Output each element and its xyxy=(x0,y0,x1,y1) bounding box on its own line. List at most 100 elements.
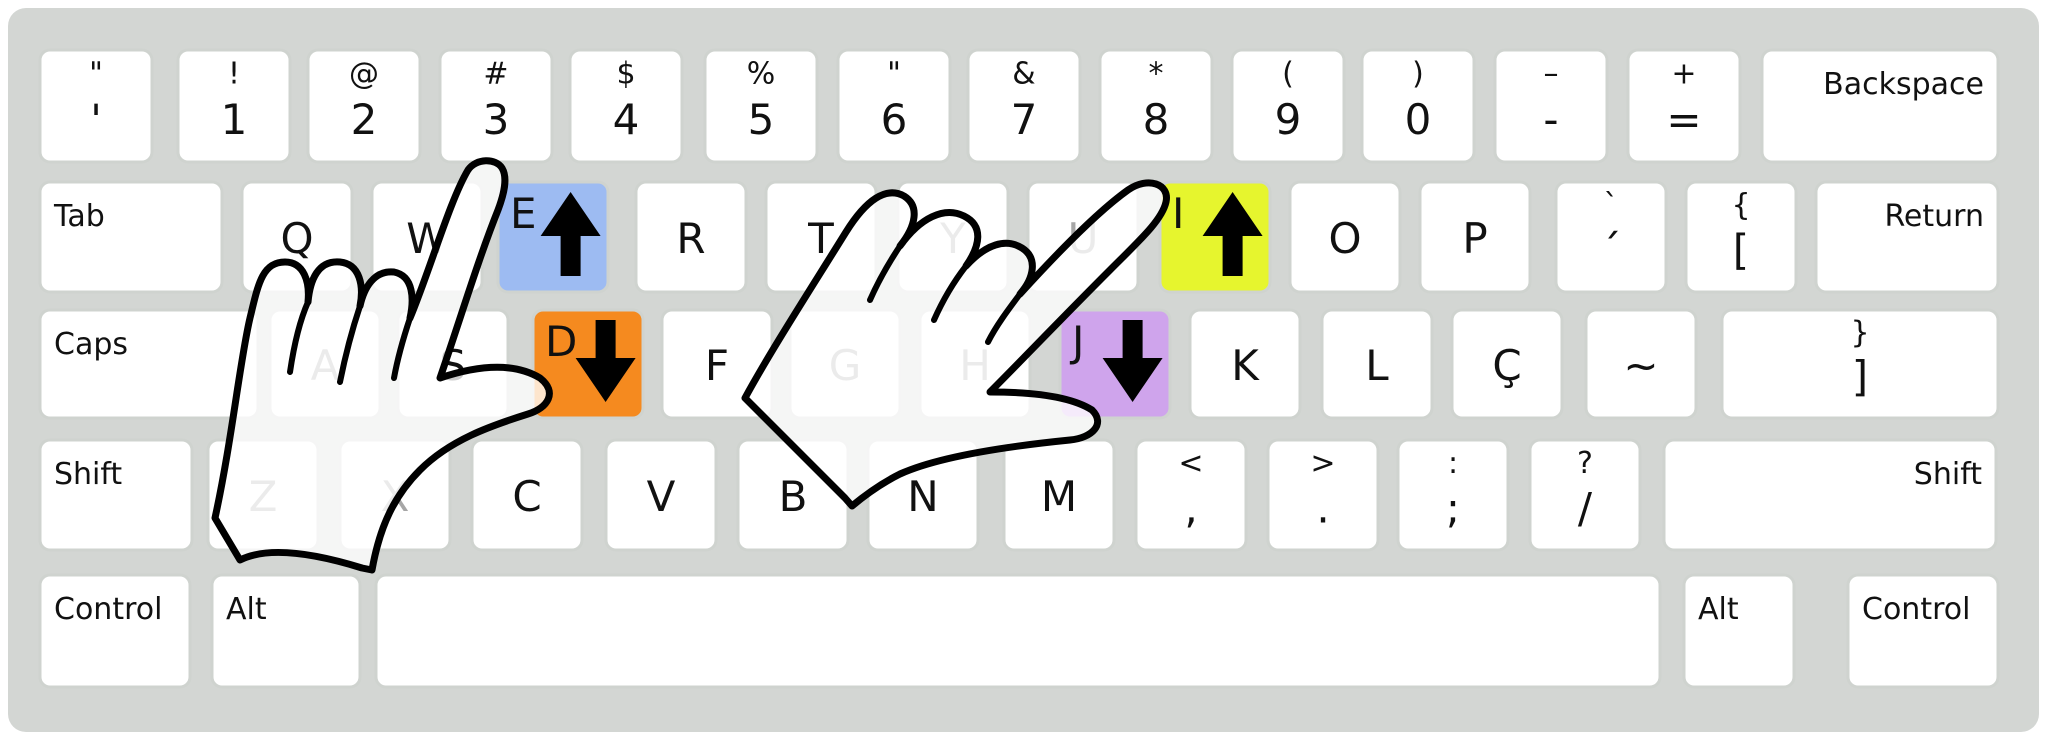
key-shift-label: > xyxy=(1310,446,1335,481)
key-space[interactable] xyxy=(374,573,1662,689)
key-shift-label: & xyxy=(1012,57,1035,92)
key-face xyxy=(604,438,718,552)
key-face xyxy=(1684,180,1798,294)
key-face xyxy=(836,48,952,164)
key-main-label: 9 xyxy=(1275,95,1302,144)
key-face xyxy=(1584,308,1698,420)
key-c[interactable]: C xyxy=(470,438,584,552)
key-shift-label: " xyxy=(89,57,103,92)
key-face xyxy=(38,48,154,164)
key-8[interactable]: *8 xyxy=(1098,48,1214,164)
key-rshift[interactable]: Shift xyxy=(1662,438,1998,552)
key-rctrl[interactable]: Control xyxy=(1846,573,2000,689)
key-label: D xyxy=(545,317,577,366)
key-main-label: ' xyxy=(90,95,102,144)
key-m[interactable]: M xyxy=(1002,438,1116,552)
key-face xyxy=(1450,308,1564,420)
key-acute[interactable]: `´ xyxy=(1554,180,1668,294)
key-face xyxy=(634,180,748,294)
key-label: M xyxy=(1041,472,1077,521)
key-7[interactable]: &7 xyxy=(966,48,1082,164)
key-3[interactable]: #3 xyxy=(438,48,554,164)
key-label: B xyxy=(779,472,808,521)
key-quote[interactable]: "' xyxy=(38,48,154,164)
key-label: O xyxy=(1328,214,1361,263)
key-p[interactable]: P xyxy=(1418,180,1532,294)
arrow-down-icon xyxy=(1102,320,1163,402)
key-1[interactable]: !1 xyxy=(176,48,292,164)
key-face xyxy=(1626,48,1742,164)
key-i[interactable]: I xyxy=(1158,180,1272,294)
key-label: N xyxy=(907,472,938,521)
key-main-label: 7 xyxy=(1011,95,1038,144)
key-ralt[interactable]: Alt xyxy=(1682,573,1796,689)
key-face xyxy=(1396,438,1510,552)
key-main-label: 6 xyxy=(881,95,908,144)
key-k[interactable]: K xyxy=(1188,308,1302,420)
key-e[interactable]: E xyxy=(496,180,610,294)
key-label: ~ xyxy=(1623,341,1658,390)
key-label: Tab xyxy=(53,199,105,234)
key-main-label: [ xyxy=(1733,226,1749,275)
key-equals[interactable]: += xyxy=(1626,48,1742,164)
key-9[interactable]: (9 xyxy=(1230,48,1346,164)
key-lshift[interactable]: Shift xyxy=(38,438,194,552)
key-face xyxy=(470,438,584,552)
key-face xyxy=(1760,48,2000,164)
key-shift-label: " xyxy=(887,57,901,92)
key-f[interactable]: F xyxy=(660,308,774,420)
key-label: Control xyxy=(1862,592,1970,627)
key-caps[interactable]: Caps xyxy=(38,308,260,420)
key-main-label: 0 xyxy=(1405,95,1432,144)
key-0[interactable]: )0 xyxy=(1360,48,1476,164)
key-label: Return xyxy=(1884,199,1984,234)
arrow-up-icon xyxy=(1202,192,1263,276)
key-shift-label: @ xyxy=(349,57,379,92)
key-face xyxy=(1720,308,2000,420)
key-tilde[interactable]: ~ xyxy=(1584,308,1698,420)
key-closebrace[interactable]: }] xyxy=(1720,308,2000,420)
key-lalt[interactable]: Alt xyxy=(210,573,362,689)
key-semicolon[interactable]: :; xyxy=(1396,438,1510,552)
key-main-label: - xyxy=(1543,95,1558,144)
key-face xyxy=(1098,48,1214,164)
key-shift-label: – xyxy=(1544,57,1559,92)
key-label: I xyxy=(1172,189,1184,238)
key-main-label: = xyxy=(1666,95,1701,144)
key-tab[interactable]: Tab xyxy=(38,180,224,294)
key-shift-label: : xyxy=(1448,446,1458,481)
key-6[interactable]: "6 xyxy=(836,48,952,164)
key-face xyxy=(1418,180,1532,294)
key-period[interactable]: >. xyxy=(1266,438,1380,552)
key-lctrl[interactable]: Control xyxy=(38,573,192,689)
key-face xyxy=(306,48,422,164)
key-face xyxy=(1360,48,1476,164)
key-4[interactable]: $4 xyxy=(568,48,684,164)
key-2[interactable]: @2 xyxy=(306,48,422,164)
key-l[interactable]: L xyxy=(1320,308,1434,420)
key-slash[interactable]: ?/ xyxy=(1528,438,1642,552)
key-shift-label: ` xyxy=(1604,188,1619,223)
key-5[interactable]: %5 xyxy=(703,48,819,164)
key-ccedil[interactable]: Ç xyxy=(1450,308,1564,420)
key-main-label: . xyxy=(1316,484,1329,533)
key-shift-label: * xyxy=(1149,57,1164,92)
key-r[interactable]: R xyxy=(634,180,748,294)
key-v[interactable]: V xyxy=(604,438,718,552)
key-brace[interactable]: {[ xyxy=(1684,180,1798,294)
key-return[interactable]: Return xyxy=(1814,180,2000,294)
key-face xyxy=(374,573,1662,689)
right-hand-icon xyxy=(741,179,1170,510)
key-shift-label: ) xyxy=(1412,57,1424,92)
key-comma[interactable]: <, xyxy=(1134,438,1248,552)
key-face xyxy=(1188,308,1302,420)
key-minus[interactable]: –- xyxy=(1493,48,1609,164)
key-main-label: ; xyxy=(1446,484,1460,533)
key-face xyxy=(1554,180,1668,294)
key-label: Ç xyxy=(1492,341,1521,390)
key-backspace[interactable]: Backspace xyxy=(1760,48,2000,164)
key-label: Alt xyxy=(1698,592,1739,627)
key-shift-label: { xyxy=(1731,188,1750,223)
key-o[interactable]: O xyxy=(1288,180,1402,294)
key-label: R xyxy=(676,214,705,263)
